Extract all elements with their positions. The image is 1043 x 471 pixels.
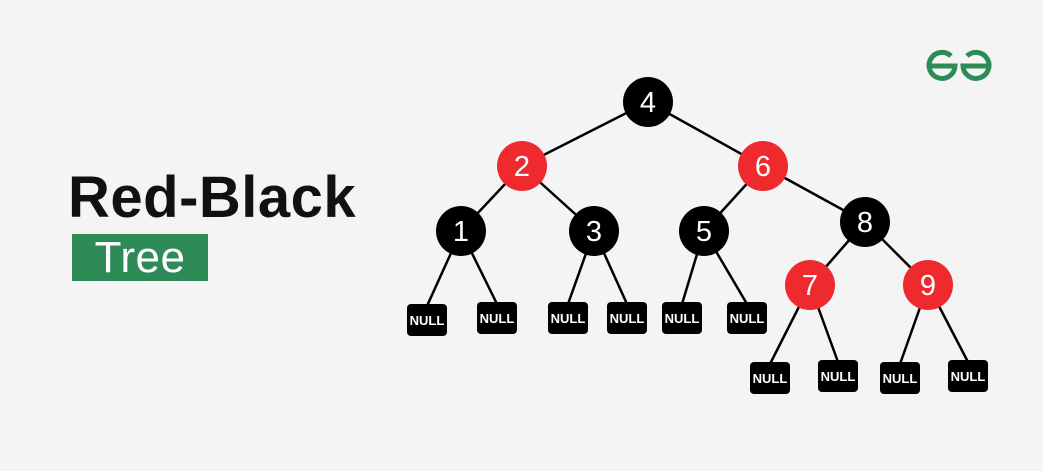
null-leaf: NULL — [662, 302, 702, 334]
null-leaf-box — [477, 302, 517, 334]
tree-node-3: 3 — [569, 206, 619, 256]
null-leaf-box — [407, 304, 447, 336]
node-label: 5 — [696, 216, 712, 248]
black-node-circle — [569, 206, 619, 256]
null-leaf-label: NULL — [730, 311, 765, 326]
null-leaf-box — [750, 362, 790, 394]
black-node-circle — [840, 197, 890, 247]
tree-node-2: 2 — [497, 141, 547, 191]
null-leaf: NULL — [477, 302, 517, 334]
null-leaf: NULL — [607, 302, 647, 334]
node-label: 3 — [586, 216, 602, 248]
null-leaf: NULL — [948, 360, 988, 392]
null-leaf-label: NULL — [951, 369, 986, 384]
null-leaf-box — [727, 302, 767, 334]
null-leaf: NULL — [880, 362, 920, 394]
null-leaf-label: NULL — [480, 311, 515, 326]
node-label: 4 — [640, 87, 656, 119]
tree-node-8: 8 — [840, 197, 890, 247]
title-tree-badge: Tree — [72, 234, 208, 281]
null-leaf-box — [818, 360, 858, 392]
tree-node-1: 1 — [436, 206, 486, 256]
black-node-circle — [623, 77, 673, 127]
null-leaf-box — [880, 362, 920, 394]
title-red-black: Red-Black — [68, 165, 357, 230]
black-node-circle — [679, 206, 729, 256]
tree-node-7: 7 — [785, 260, 835, 310]
null-leaf-label: NULL — [753, 371, 788, 386]
tree-node-9: 9 — [903, 260, 953, 310]
red-node-circle — [497, 141, 547, 191]
red-node-circle — [903, 260, 953, 310]
tree-node-4: 4 — [623, 77, 673, 127]
null-leaf-label: NULL — [665, 311, 700, 326]
null-leaves: NULL NULL NULL NULL NULL NULL NULL NULL NULL NULL — [407, 302, 988, 394]
red-node-circle — [785, 260, 835, 310]
node-label: 7 — [802, 270, 818, 302]
black-node-circle — [436, 206, 486, 256]
null-leaf-box — [548, 302, 588, 334]
null-leaf: NULL — [818, 360, 858, 392]
node-label: 1 — [453, 216, 469, 248]
red-node-circle — [738, 141, 788, 191]
null-leaf: NULL — [750, 362, 790, 394]
node-label: 2 — [514, 151, 530, 183]
null-leaf-label: NULL — [551, 311, 586, 326]
node-label: 6 — [755, 151, 771, 183]
null-leaf-box — [607, 302, 647, 334]
null-leaf-box — [662, 302, 702, 334]
null-leaf: NULL — [548, 302, 588, 334]
tree-nodes: 4 2 6 1 3 5 8 7 9 — [436, 77, 953, 310]
null-leaf: NULL — [407, 304, 447, 336]
tree-node-5: 5 — [679, 206, 729, 256]
node-label: 8 — [857, 207, 873, 239]
null-leaf: NULL — [727, 302, 767, 334]
null-leaf-label: NULL — [883, 371, 918, 386]
node-label: 9 — [920, 270, 936, 302]
null-leaf-box — [948, 360, 988, 392]
null-leaf-label: NULL — [821, 369, 856, 384]
tree-node-6: 6 — [738, 141, 788, 191]
null-leaf-label: NULL — [410, 313, 445, 328]
geeksforgeeks-logo-icon — [926, 49, 992, 81]
null-leaf-label: NULL — [610, 311, 645, 326]
